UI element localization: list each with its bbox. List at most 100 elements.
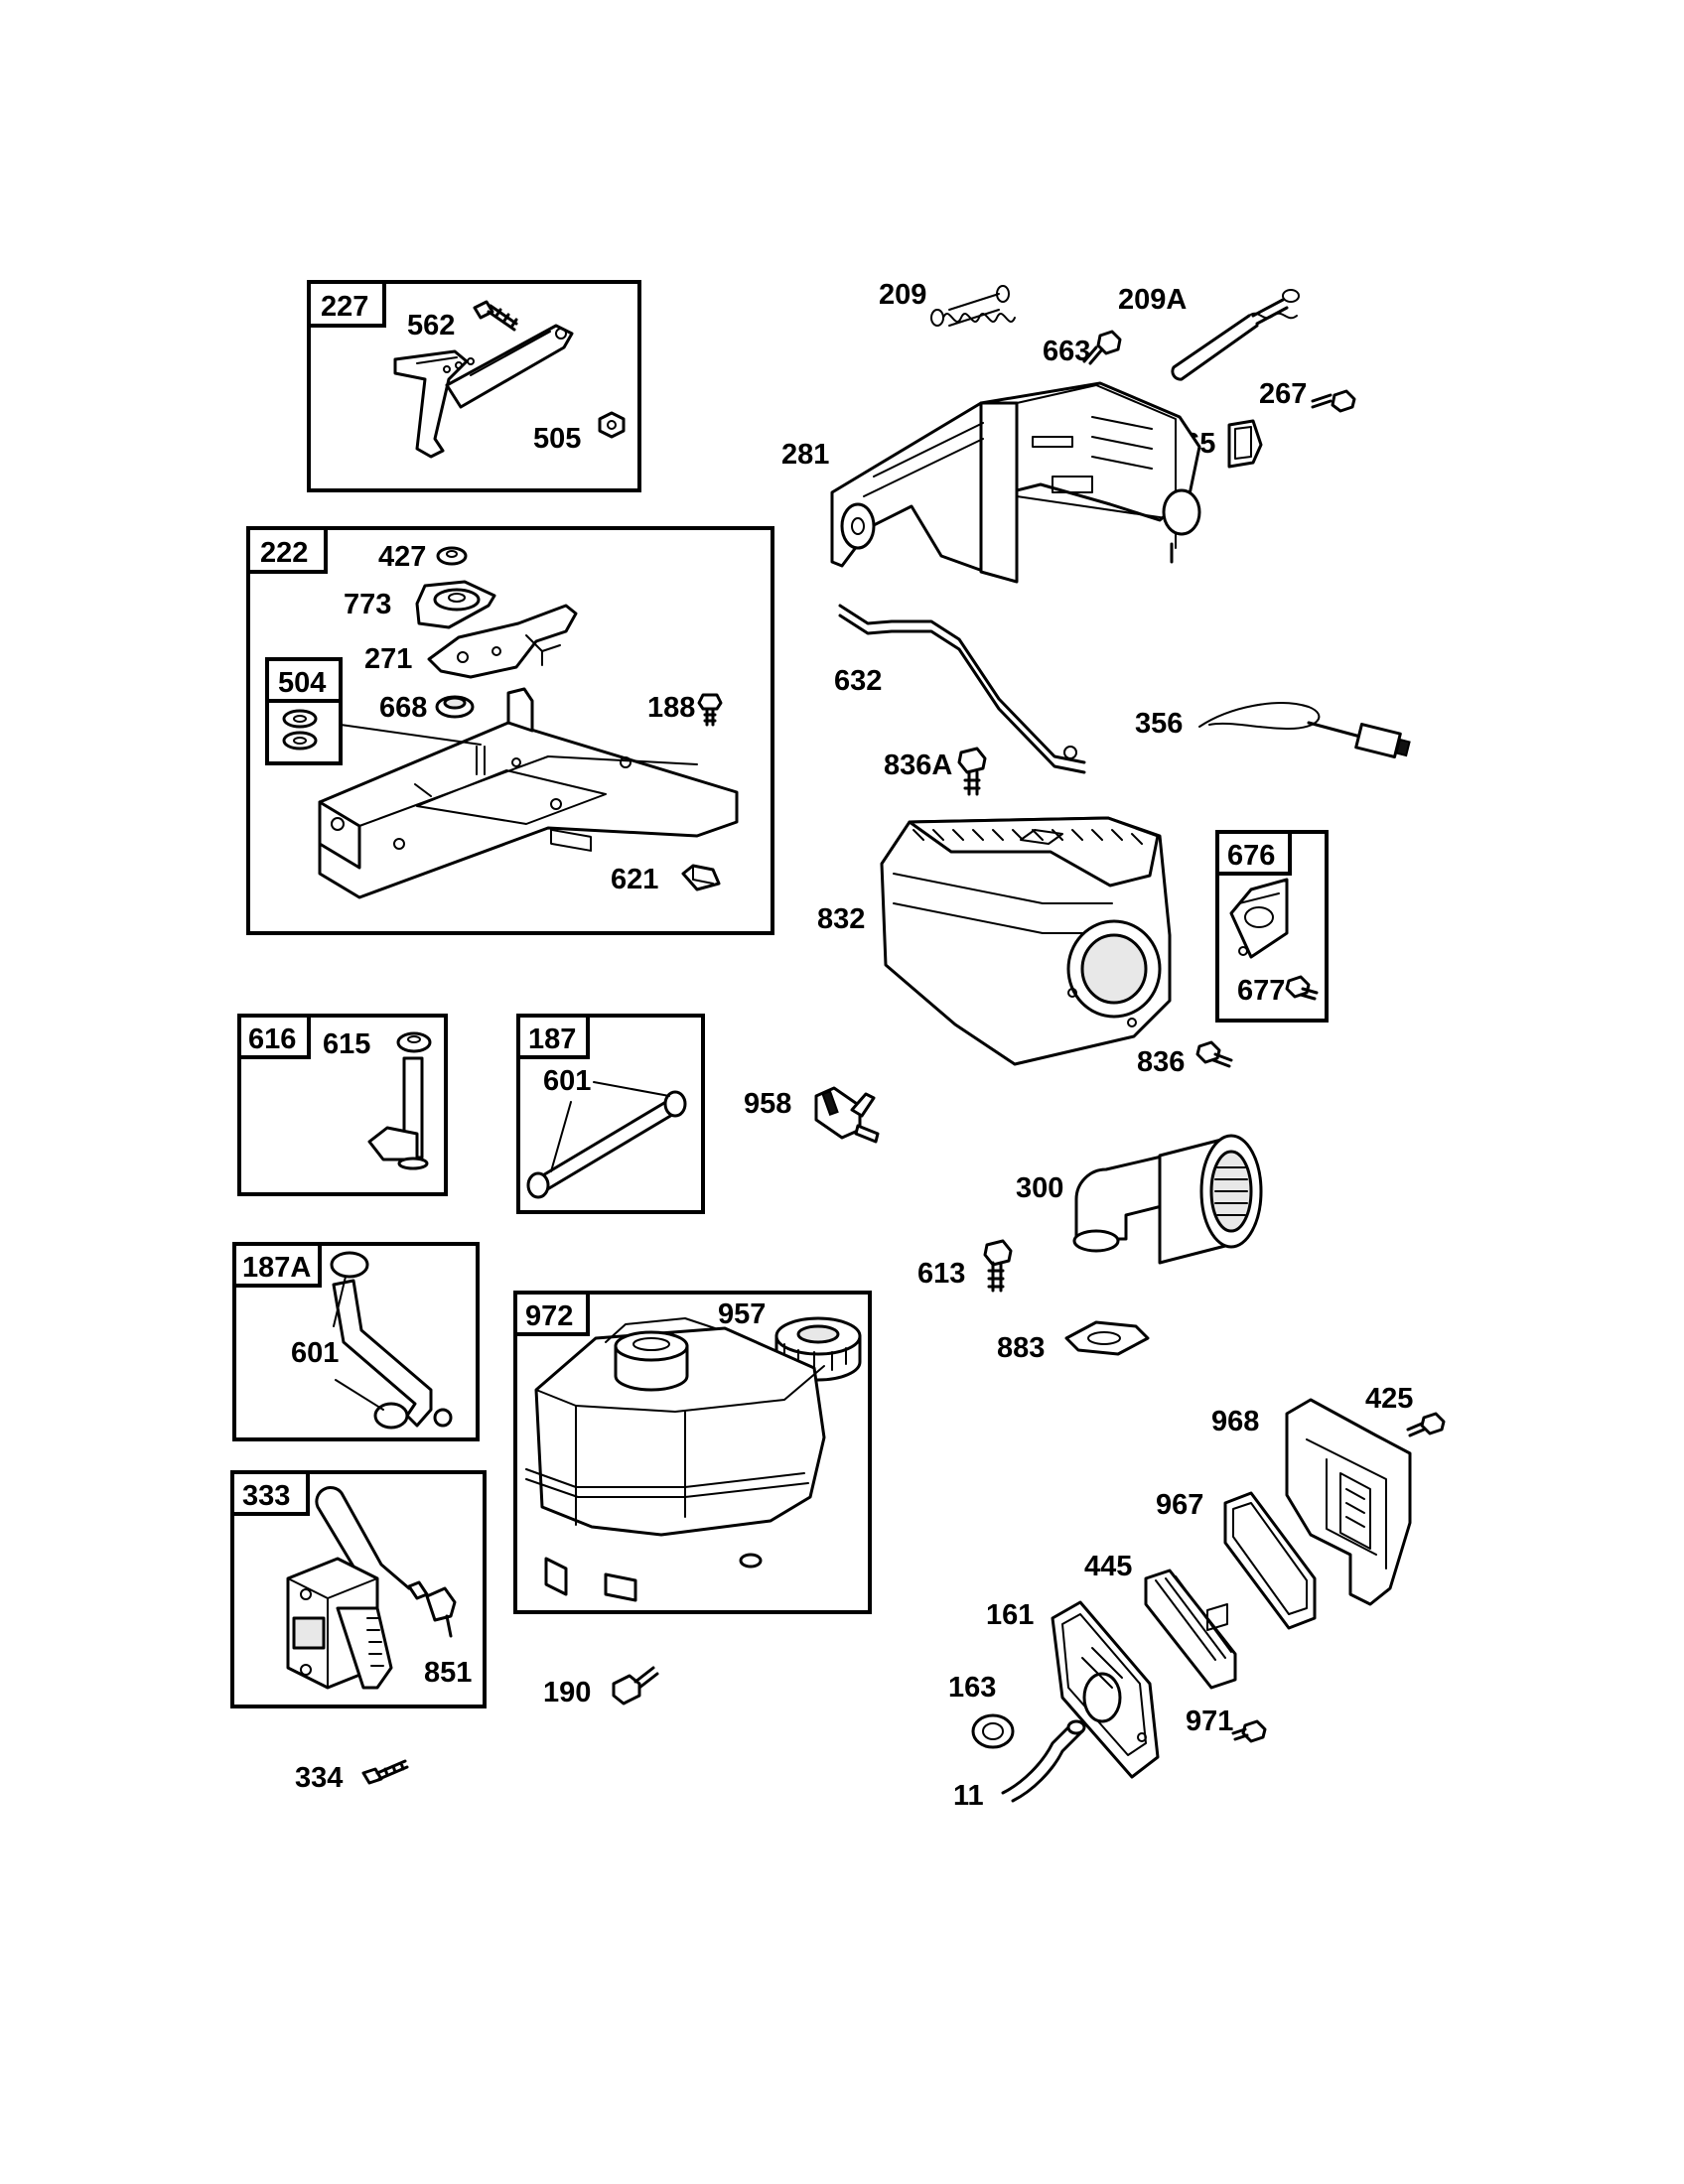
box-frame-333 [230,1470,487,1708]
part-label-883: 883 [997,1332,1045,1364]
shutoff-valve-958-icon [814,1086,880,1144]
gasket-883-icon [1064,1320,1150,1356]
screw-334-icon [361,1759,409,1785]
box-label-187: 187 [528,1024,576,1055]
fuel-tank-972-icon [525,1317,826,1602]
breather-tube-11-icon [1001,1719,1086,1803]
part-label-851: 851 [424,1657,472,1689]
fuel-line-187-icon [526,1081,687,1199]
part-label-601-a: 601 [543,1065,591,1097]
nut-427-icon [436,546,468,566]
part-label-958: 958 [744,1088,791,1120]
part-label-971: 971 [1186,1706,1233,1737]
part-label-281: 281 [781,439,829,471]
part-label-425: 425 [1365,1383,1413,1415]
box-tab-616 [237,1014,311,1059]
cover-676-icon [1229,878,1289,959]
screw-267-icon [1311,389,1356,413]
group-676: 676 677 [1215,830,1329,1023]
air-filter-445-icon [1144,1569,1237,1690]
group-187: 187 601 [516,1014,705,1214]
screw-663-icon [1082,330,1122,365]
control-lever-icon [393,324,574,459]
part-label-209: 209 [879,279,926,311]
screw-836a-icon [957,747,987,796]
box-label-187a: 187A [242,1252,311,1284]
box-frame-187a [232,1242,480,1441]
box-label-616: 616 [248,1024,296,1055]
ground-wire-356-icon [1198,702,1411,758]
air-cleaner-base-161-icon [1051,1600,1160,1779]
group-972: 972 957 [513,1291,872,1614]
part-label-677: 677 [1237,975,1285,1007]
part-label-427: 427 [378,541,426,573]
group-187a: 187A 601 [232,1242,480,1441]
wire-terminal-851-icon [425,1586,457,1638]
box-label-972: 972 [525,1300,573,1332]
part-label-271: 271 [364,643,412,675]
part-label-968: 968 [1211,1406,1259,1437]
part-label-161: 161 [986,1599,1034,1631]
box-tab-187a [232,1242,322,1288]
grommet-668-icon [435,695,475,719]
blower-housing-281-icon [830,381,1201,584]
box-label-676: 676 [1227,840,1275,872]
part-label-615: 615 [323,1028,370,1060]
air-cleaner-300-icon [1072,1134,1263,1265]
screw-188-icon [697,693,723,727]
box-label-504: 504 [278,667,326,699]
part-label-11: 11 [953,1780,984,1812]
pulley-773-icon [415,580,496,629]
group-227: 227 562 505 [307,280,641,492]
part-label-663: 663 [1043,336,1090,367]
air-cleaner-cover-968-icon [1285,1398,1412,1606]
part-label-445: 445 [1084,1551,1132,1582]
washer-504-icon [282,709,318,751]
screw-425-icon [1406,1412,1446,1437]
blower-housing-832-icon [880,816,1172,1066]
control-bracket-icon [318,687,739,899]
group-616: 616 615 [237,1014,448,1196]
part-label-505: 505 [533,423,581,455]
box-frame-187 [516,1014,705,1214]
box-tab-222 [246,526,328,574]
link-632-icon [838,604,1086,774]
part-label-562: 562 [407,310,455,341]
box-frame-222 [246,526,774,935]
armature-333-icon [286,1486,429,1690]
dipstick-tube-615-icon [367,1031,432,1170]
part-label-613: 613 [917,1258,965,1290]
part-label-267: 267 [1259,378,1307,410]
group-333: 333 851 [230,1470,487,1708]
screw-836-icon [1195,1040,1233,1068]
box-label-227: 227 [321,291,368,323]
box-frame-227 [307,280,641,492]
bolt-562-icon [473,300,518,332]
spring-209a-icon [1171,289,1300,381]
box-tab-187 [516,1014,590,1059]
part-label-356: 356 [1135,708,1183,740]
clip-265-icon [1227,419,1263,469]
box-frame-972 [513,1291,872,1614]
box-tab-504 [265,657,343,703]
box-label-333: 333 [242,1480,290,1512]
gasket-163-icon [971,1713,1015,1749]
screw-677-icon [1285,975,1319,1001]
screw-971-icon [1231,1719,1267,1743]
part-label-836a: 836A [884,750,952,781]
part-label-668: 668 [379,692,427,724]
box-frame-616 [237,1014,448,1196]
screw-613-icon [983,1239,1013,1293]
fuel-line-187a-icon [330,1251,453,1430]
clip-621-icon [681,864,721,891]
part-label-163: 163 [948,1672,996,1704]
part-label-190: 190 [543,1677,591,1708]
part-label-773: 773 [344,589,391,620]
part-label-621: 621 [611,864,658,895]
box-tab-333 [230,1470,310,1516]
pre-cleaner-967-icon [1223,1491,1317,1630]
part-label-188: 188 [647,692,695,724]
part-label-300: 300 [1016,1172,1063,1204]
part-label-209a: 209A [1118,284,1187,316]
